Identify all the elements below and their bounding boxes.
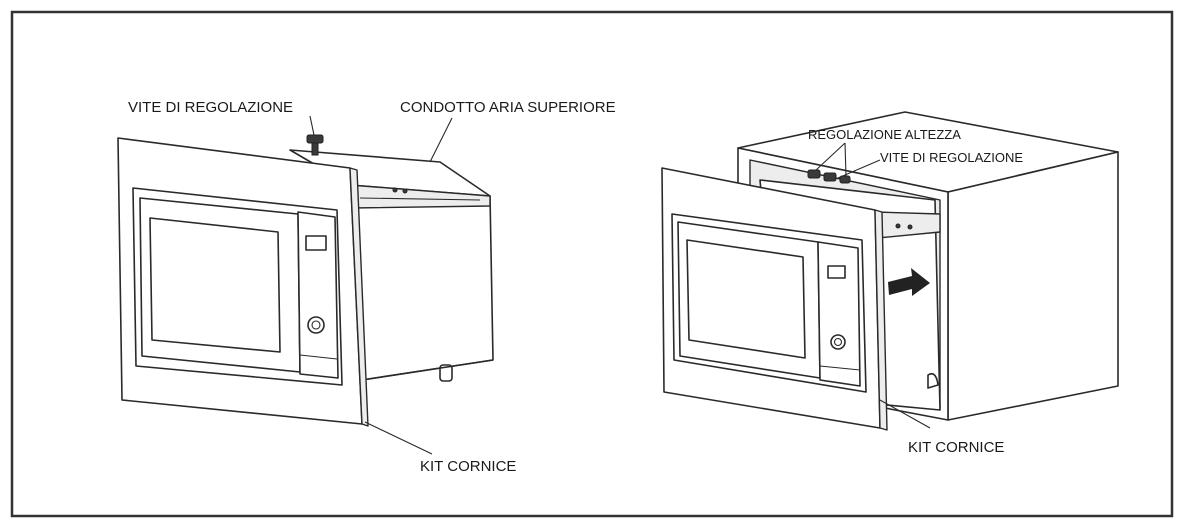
label-height-adjust: REGOLAZIONE ALTEZZA <box>808 127 961 142</box>
left-diagram: VITE DI REGOLAZIONE CONDOTTO ARIA SUPERI… <box>117 99 616 475</box>
label-frame-kit-right: KIT CORNICE <box>908 439 1004 456</box>
left-microwave-body <box>289 149 494 382</box>
insert-arrow-icon <box>888 268 930 296</box>
right-microwave-door <box>677 221 861 387</box>
right-diagram: REGOLAZIONE ALTEZZA VITE DI REGOLAZIONE … <box>661 111 1119 456</box>
label-top-air-duct: CONDOTTO ARIA SUPERIORE <box>400 99 616 116</box>
label-adjust-screw: VITE DI REGOLAZIONE <box>128 99 293 116</box>
label-adjust-screw-right: VITE DI REGOLAZIONE <box>880 150 1023 165</box>
left-adjustment-screw <box>306 134 324 156</box>
right-adjustment-screws <box>807 169 851 184</box>
left-microwave-door <box>139 197 339 379</box>
figure-border <box>10 10 1174 518</box>
label-frame-kit: KIT CORNICE <box>420 458 516 475</box>
